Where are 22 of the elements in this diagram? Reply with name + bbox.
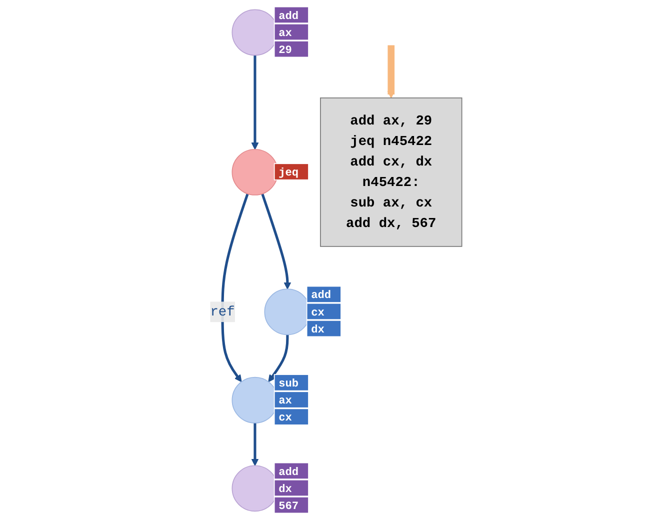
instruction-tag: ax	[274, 23, 309, 41]
instruction-tag: ax	[274, 391, 309, 408]
node-box: add ax, 29 jeq n45422 add cx, dx n45422: sub ax, cx add dx, 567	[320, 97, 462, 247]
arrow	[387, 45, 395, 98]
instruction-tag: dx	[306, 320, 342, 338]
instruction-tag: add	[274, 462, 309, 480]
node-circle	[232, 148, 278, 196]
instruction-tag: sub	[274, 374, 309, 392]
arrow	[251, 422, 259, 466]
instruction-tag: jeq	[274, 163, 309, 180]
instruction-tag: cx	[274, 408, 309, 426]
arrow	[221, 193, 249, 382]
instruction-tag: cx	[306, 302, 342, 320]
instruction-tag: add	[306, 286, 342, 303]
instruction-tag: add	[274, 6, 309, 24]
instruction-tag: dx	[274, 479, 309, 497]
instruction-tag: 567	[274, 496, 309, 514]
arrow	[268, 334, 289, 382]
arrow	[261, 193, 292, 290]
arrow	[251, 55, 259, 150]
instruction-tag: 29	[274, 40, 309, 58]
edge-label: ref	[210, 304, 235, 320]
